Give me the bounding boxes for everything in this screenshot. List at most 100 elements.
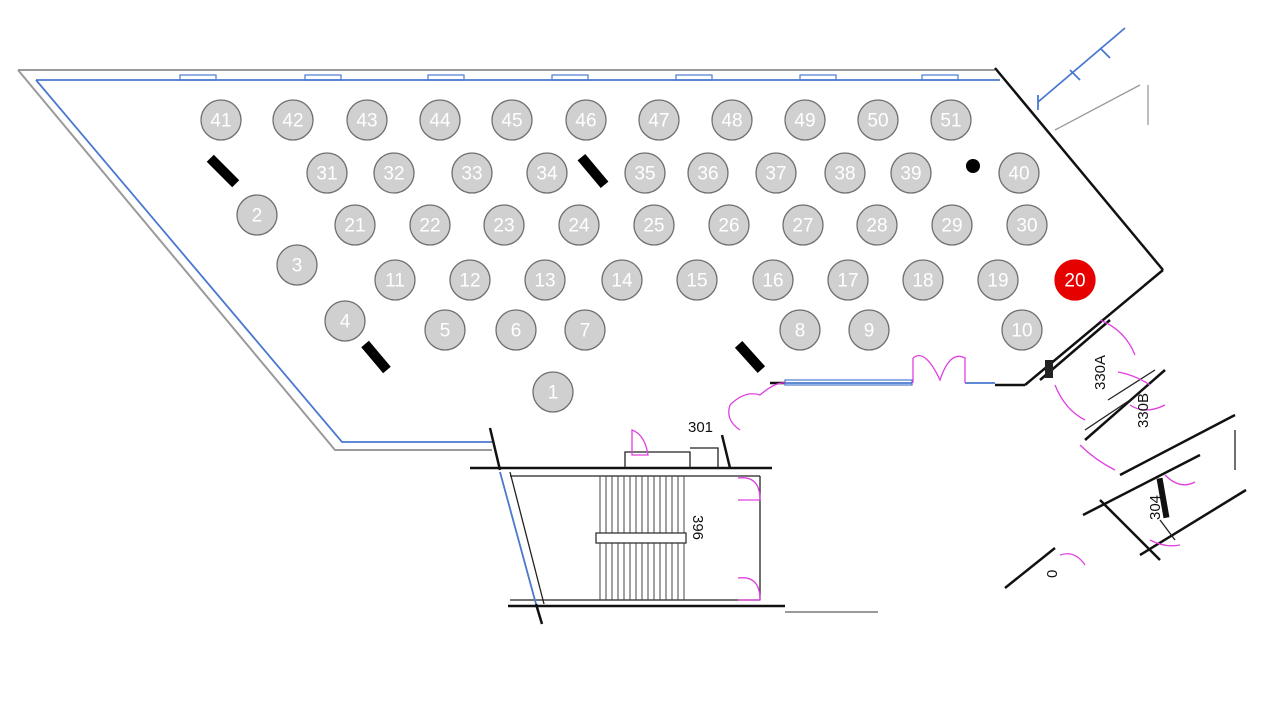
table-circle[interactable] [708, 204, 750, 246]
table-circle[interactable] [236, 194, 278, 236]
table-circle[interactable] [856, 204, 898, 246]
table-11[interactable]: 11 [374, 259, 416, 301]
table-circle[interactable] [857, 99, 899, 141]
table-24[interactable]: 24 [558, 204, 600, 246]
table-26[interactable]: 26 [708, 204, 750, 246]
table-21[interactable]: 21 [334, 204, 376, 246]
table-circle[interactable] [779, 309, 821, 351]
table-32[interactable]: 32 [373, 152, 415, 194]
table-circle[interactable] [409, 204, 451, 246]
table-circle[interactable] [419, 99, 461, 141]
table-2[interactable]: 2 [236, 194, 278, 236]
table-46[interactable]: 46 [565, 99, 607, 141]
table-circle[interactable] [306, 152, 348, 194]
table-circle[interactable] [824, 152, 866, 194]
table-circle[interactable] [848, 309, 890, 351]
table-45[interactable]: 45 [491, 99, 533, 141]
table-27[interactable]: 27 [782, 204, 824, 246]
table-circle[interactable] [334, 204, 376, 246]
table-circle[interactable] [633, 204, 675, 246]
table-9[interactable]: 9 [848, 309, 890, 351]
table-41[interactable]: 41 [200, 99, 242, 141]
table-circle[interactable] [373, 152, 415, 194]
table-10[interactable]: 10 [1001, 309, 1043, 351]
table-circle[interactable] [827, 259, 869, 301]
table-49[interactable]: 49 [784, 99, 826, 141]
table-19[interactable]: 19 [977, 259, 1019, 301]
table-circle[interactable] [902, 259, 944, 301]
table-42[interactable]: 42 [272, 99, 314, 141]
table-50[interactable]: 50 [857, 99, 899, 141]
table-22[interactable]: 22 [409, 204, 451, 246]
table-34[interactable]: 34 [526, 152, 568, 194]
table-circle[interactable] [931, 204, 973, 246]
table-33[interactable]: 33 [451, 152, 493, 194]
table-51[interactable]: 51 [930, 99, 972, 141]
table-circle[interactable] [346, 99, 388, 141]
table-circle[interactable] [752, 259, 794, 301]
table-circle[interactable] [526, 152, 568, 194]
table-circle[interactable] [449, 259, 491, 301]
table-15[interactable]: 15 [676, 259, 718, 301]
table-circle[interactable] [755, 152, 797, 194]
table-6[interactable]: 6 [495, 309, 537, 351]
table-circle[interactable] [558, 204, 600, 246]
table-circle[interactable] [890, 152, 932, 194]
table-circle[interactable] [565, 99, 607, 141]
table-circle[interactable] [930, 99, 972, 141]
table-17[interactable]: 17 [827, 259, 869, 301]
table-29[interactable]: 29 [931, 204, 973, 246]
table-circle[interactable] [638, 99, 680, 141]
table-48[interactable]: 48 [711, 99, 753, 141]
table-circle[interactable] [276, 244, 318, 286]
table-circle[interactable] [687, 152, 729, 194]
table-circle[interactable] [524, 259, 566, 301]
table-7[interactable]: 7 [564, 309, 606, 351]
table-5[interactable]: 5 [424, 309, 466, 351]
table-circle[interactable] [711, 99, 753, 141]
table-14[interactable]: 14 [601, 259, 643, 301]
table-43[interactable]: 43 [346, 99, 388, 141]
table-circle[interactable] [782, 204, 824, 246]
table-44[interactable]: 44 [419, 99, 461, 141]
table-36[interactable]: 36 [687, 152, 729, 194]
table-13[interactable]: 13 [524, 259, 566, 301]
table-circle[interactable] [324, 300, 366, 342]
table-12[interactable]: 12 [449, 259, 491, 301]
table-circle[interactable] [1006, 204, 1048, 246]
table-16[interactable]: 16 [752, 259, 794, 301]
table-30[interactable]: 30 [1006, 204, 1048, 246]
table-39[interactable]: 39 [890, 152, 932, 194]
table-circle[interactable] [977, 259, 1019, 301]
table-circle[interactable] [495, 309, 537, 351]
table-circle[interactable] [784, 99, 826, 141]
table-circle[interactable] [1054, 259, 1096, 301]
table-3[interactable]: 3 [276, 244, 318, 286]
table-circle[interactable] [451, 152, 493, 194]
table-circle[interactable] [424, 309, 466, 351]
table-circle[interactable] [1001, 309, 1043, 351]
table-28[interactable]: 28 [856, 204, 898, 246]
table-circle[interactable] [491, 99, 533, 141]
table-38[interactable]: 38 [824, 152, 866, 194]
table-circle[interactable] [200, 99, 242, 141]
table-4[interactable]: 4 [324, 300, 366, 342]
table-18[interactable]: 18 [902, 259, 944, 301]
table-circle[interactable] [532, 371, 574, 413]
table-37[interactable]: 37 [755, 152, 797, 194]
table-23[interactable]: 23 [483, 204, 525, 246]
table-circle[interactable] [272, 99, 314, 141]
table-31[interactable]: 31 [306, 152, 348, 194]
table-circle[interactable] [564, 309, 606, 351]
table-20[interactable]: 20 [1054, 259, 1096, 301]
table-25[interactable]: 25 [633, 204, 675, 246]
table-circle[interactable] [601, 259, 643, 301]
table-circle[interactable] [374, 259, 416, 301]
table-circle[interactable] [483, 204, 525, 246]
table-40[interactable]: 40 [998, 152, 1040, 194]
table-47[interactable]: 47 [638, 99, 680, 141]
table-circle[interactable] [624, 152, 666, 194]
table-8[interactable]: 8 [779, 309, 821, 351]
table-circle[interactable] [676, 259, 718, 301]
table-1[interactable]: 1 [532, 371, 574, 413]
